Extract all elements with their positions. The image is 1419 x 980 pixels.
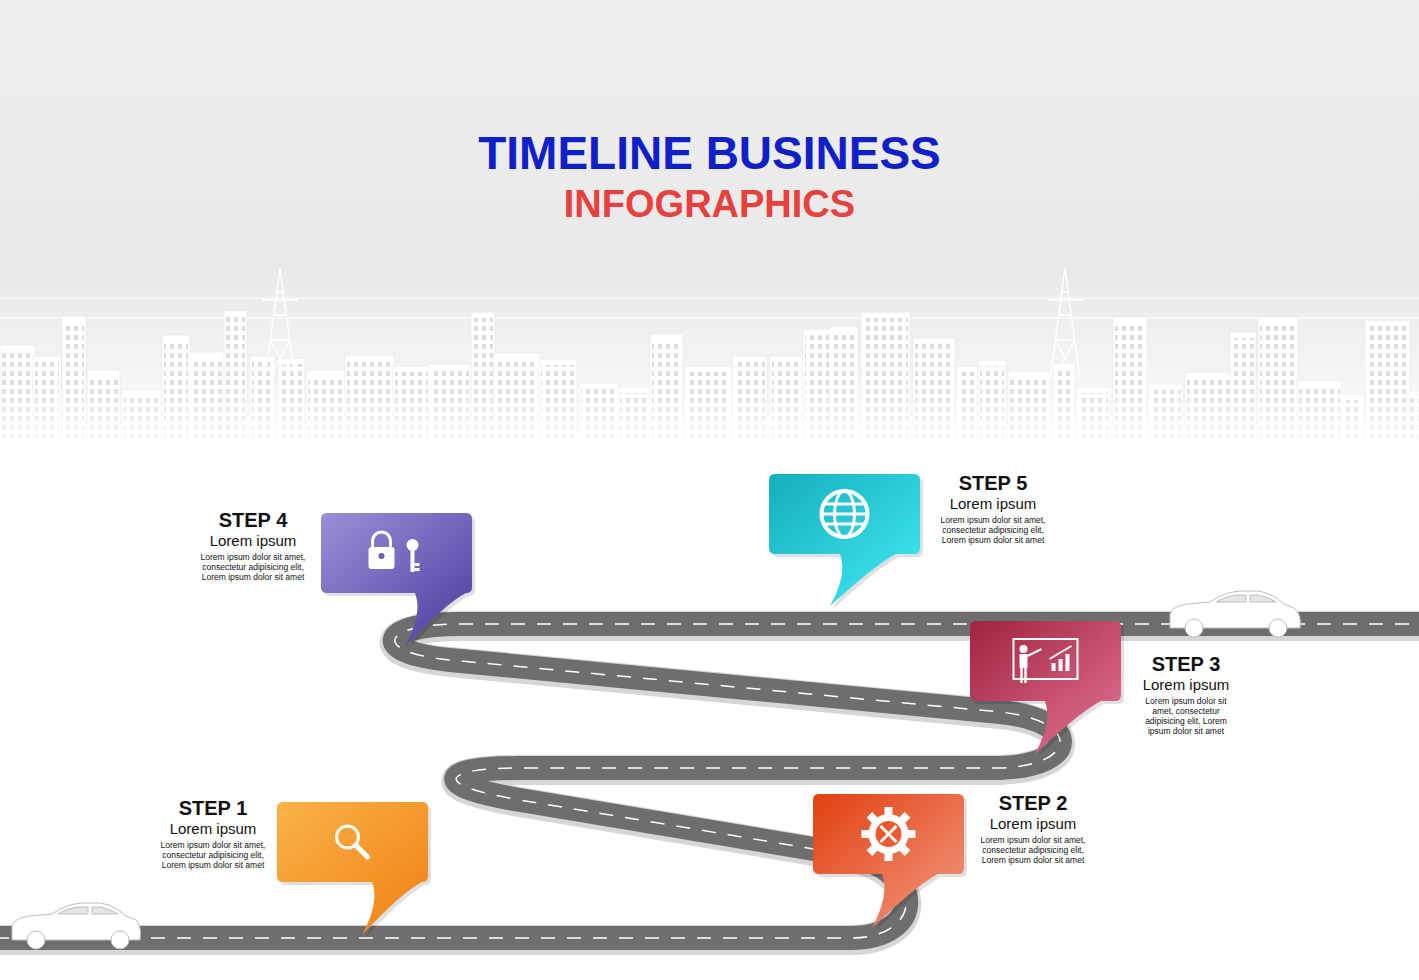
- step-callout: STEP 2Lorem ipsumLorem ipsum dolor sit a…: [813, 791, 1086, 928]
- step-heading: STEP 3: [1135, 652, 1237, 676]
- step-body: Lorem ipsum dolor sit amet, consectetur …: [200, 552, 306, 582]
- step-text: STEP 3Lorem ipsumLorem ipsum dolor sit a…: [1135, 652, 1237, 736]
- step-body: Lorem ipsum dolor sit amet, consectetur …: [940, 515, 1046, 545]
- step-subtitle: Lorem ipsum: [1135, 676, 1237, 694]
- step-body: Lorem ipsum dolor sit amet, consectetur …: [980, 835, 1086, 865]
- step-heading: STEP 2: [980, 791, 1086, 815]
- step-subtitle: Lorem ipsum: [200, 532, 306, 550]
- title: TIMELINE BUSINESS: [0, 126, 1419, 180]
- step-text: STEP 1Lorem ipsumLorem ipsum dolor sit a…: [160, 796, 266, 870]
- step-callout: STEP 1Lorem ipsumLorem ipsum dolor sit a…: [160, 796, 428, 935]
- step-text: STEP 4Lorem ipsumLorem ipsum dolor sit a…: [200, 508, 306, 582]
- step-body: Lorem ipsum dolor sit amet, consectetur …: [1135, 696, 1237, 736]
- subtitle: INFOGRAPHICS: [0, 182, 1419, 226]
- step-heading: STEP 4: [200, 508, 306, 532]
- step-callout: STEP 3Lorem ipsumLorem ipsum dolor sit a…: [970, 621, 1237, 754]
- step-body: Lorem ipsum dolor sit amet, consectetur …: [160, 840, 266, 870]
- step-callout: STEP 5Lorem ipsumLorem ipsum dolor sit a…: [769, 471, 1046, 606]
- step-text: STEP 5Lorem ipsumLorem ipsum dolor sit a…: [940, 471, 1046, 545]
- step-text: STEP 2Lorem ipsumLorem ipsum dolor sit a…: [980, 791, 1086, 865]
- step-heading: STEP 1: [160, 796, 266, 820]
- step-subtitle: Lorem ipsum: [980, 815, 1086, 833]
- step-subtitle: Lorem ipsum: [160, 820, 266, 838]
- step-subtitle: Lorem ipsum: [940, 495, 1046, 513]
- step-heading: STEP 5: [940, 471, 1046, 495]
- step-callout: STEP 4Lorem ipsumLorem ipsum dolor sit a…: [200, 508, 472, 647]
